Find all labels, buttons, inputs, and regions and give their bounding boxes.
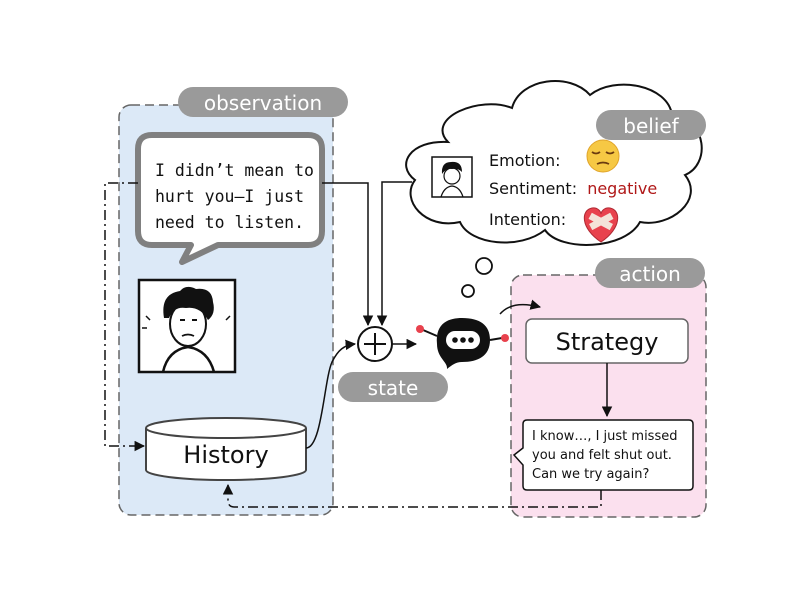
plus-circle-icon: [357, 326, 393, 362]
speech-line-3: need to listen.: [155, 213, 304, 232]
history-to-state-arrow: [305, 339, 357, 449]
response-text: I know…, I just missed you and felt shut…: [532, 429, 682, 482]
sentiment-label: Sentiment:: [489, 179, 577, 198]
response-line-1: I know…, I just missed: [532, 429, 677, 444]
intention-label: Intention:: [489, 210, 566, 229]
state-label: state: [368, 376, 419, 400]
response-bubble: I know…, I just missed you and felt shut…: [512, 419, 694, 491]
sad-face-emoji-icon: [586, 139, 620, 173]
history-label: History: [183, 441, 268, 469]
action-label: action: [619, 262, 681, 286]
strategy-label: Strategy: [556, 328, 659, 356]
connectors: [104, 181, 613, 508]
response-to-history-dashed: [222, 483, 602, 508]
speech-line-2: hurt you—I just: [155, 187, 304, 206]
bandaged-heart-icon: [583, 207, 619, 243]
belief-label: belief: [623, 114, 679, 138]
observation-tag: observation: [178, 87, 348, 117]
emotion-label: Emotion:: [489, 151, 561, 170]
robot-chat-icon: [416, 318, 509, 369]
speech-bubble: I didn’t mean to hurt you—I just need to…: [135, 132, 325, 265]
belief-to-state-arrow: [376, 181, 412, 327]
robot-to-action-arrow: [499, 299, 542, 315]
response-line-3: Can we try again?: [532, 467, 649, 482]
sentiment-value: negative: [587, 179, 657, 198]
history-database: History: [145, 417, 307, 481]
speech-to-state-arrow: [322, 182, 374, 327]
belief-person-icon: [431, 156, 473, 198]
sentiment-line: Sentiment: negative: [489, 179, 657, 198]
speech-text: I didn’t mean to hurt you—I just need to…: [155, 161, 324, 232]
speech-to-history-dashed: [104, 182, 146, 452]
belief-tag: belief: [596, 110, 706, 140]
state-tag: state: [338, 372, 448, 402]
action-tag: action: [595, 258, 705, 288]
person-icon: [137, 278, 237, 374]
speech-line-1: I didn’t mean to: [155, 161, 314, 180]
observation-label: observation: [204, 91, 322, 115]
response-line-2: you and felt shut out.: [532, 448, 672, 463]
strategy-box: Strategy: [525, 318, 689, 364]
